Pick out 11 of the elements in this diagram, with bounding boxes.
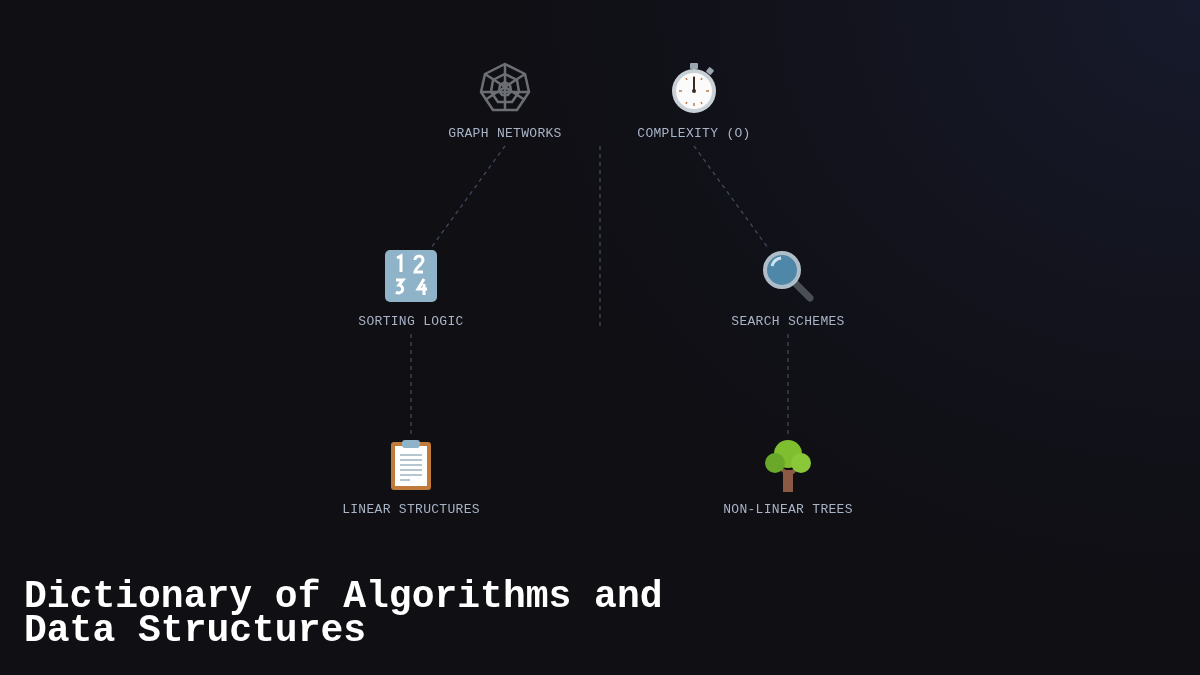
connector-line — [430, 145, 506, 249]
node-label: LINEAR STRUCTURES — [342, 502, 480, 517]
connector-line — [693, 145, 769, 249]
node-label: SORTING LOGIC — [358, 314, 464, 329]
page-title: Dictionary of Algorithms and Data Structures — [24, 580, 664, 648]
node-label: NON-LINEAR TREES — [723, 502, 853, 517]
node-label: SEARCH SCHEMES — [731, 314, 845, 329]
node-label: COMPLEXITY (O) — [637, 126, 751, 141]
node-label: GRAPH NETWORKS — [448, 126, 562, 141]
connector-line — [410, 333, 412, 437]
connector-line — [787, 333, 789, 437]
